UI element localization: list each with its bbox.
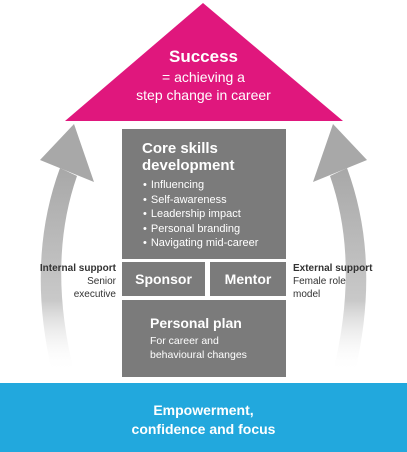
foundation-line1: Empowerment, <box>153 402 254 418</box>
roof-text: Success = achieving a step change in car… <box>100 46 307 104</box>
mentor-label: Mentor <box>224 271 272 287</box>
internal-support-label: Internal support Senior executive <box>40 262 116 301</box>
core-skills-box: Core skills development Influencing Self… <box>122 129 286 259</box>
external-support-label: External support Female role model <box>293 262 372 301</box>
core-skill-item: Leadership impact <box>143 207 258 222</box>
external-support-line1: Female role <box>293 276 346 287</box>
roof-triangle <box>65 3 343 121</box>
internal-support-line2: executive <box>73 289 116 300</box>
core-skill-item: Self-awareness <box>143 193 258 208</box>
core-skill-item: Navigating mid-career <box>143 236 259 251</box>
core-skills-list: Influencing Self-awareness Leadership im… <box>143 178 259 251</box>
roof-subtitle-line1: = achieving a <box>162 69 245 85</box>
plan-sub-line1: For career and <box>150 335 219 347</box>
roof-title: Success <box>169 47 238 66</box>
external-support-line2: model <box>293 289 321 300</box>
mentor-box: Mentor <box>210 262 286 296</box>
internal-support-heading: Internal support <box>39 263 116 274</box>
roof-subtitle-line2: step change in career <box>136 87 271 103</box>
personal-plan-description: For career and behavioural changes <box>150 334 247 362</box>
right-curved-arrow <box>313 124 367 372</box>
sponsor-label: Sponsor <box>135 271 192 287</box>
left-curved-arrow <box>40 124 94 372</box>
sponsor-box: Sponsor <box>122 262 205 296</box>
core-title-line1: Core skills <box>142 140 218 157</box>
plan-sub-line2: behavioural changes <box>150 349 247 361</box>
external-support-heading: External support <box>293 263 373 274</box>
core-skill-item: Personal branding <box>143 222 258 237</box>
personal-plan-box: Personal plan For career and behavioural… <box>122 300 286 377</box>
foundation-text: Empowerment, confidence and focus <box>0 401 407 439</box>
core-skill-item: Influencing <box>143 178 258 193</box>
foundation-bar: Empowerment, confidence and focus <box>0 383 407 452</box>
personal-plan-title: Personal plan <box>150 315 242 331</box>
internal-support-line1: Senior <box>87 276 116 287</box>
foundation-line2: confidence and focus <box>131 421 276 437</box>
core-skills-title: Core skills development <box>142 140 235 174</box>
core-title-line2: development <box>142 157 235 174</box>
